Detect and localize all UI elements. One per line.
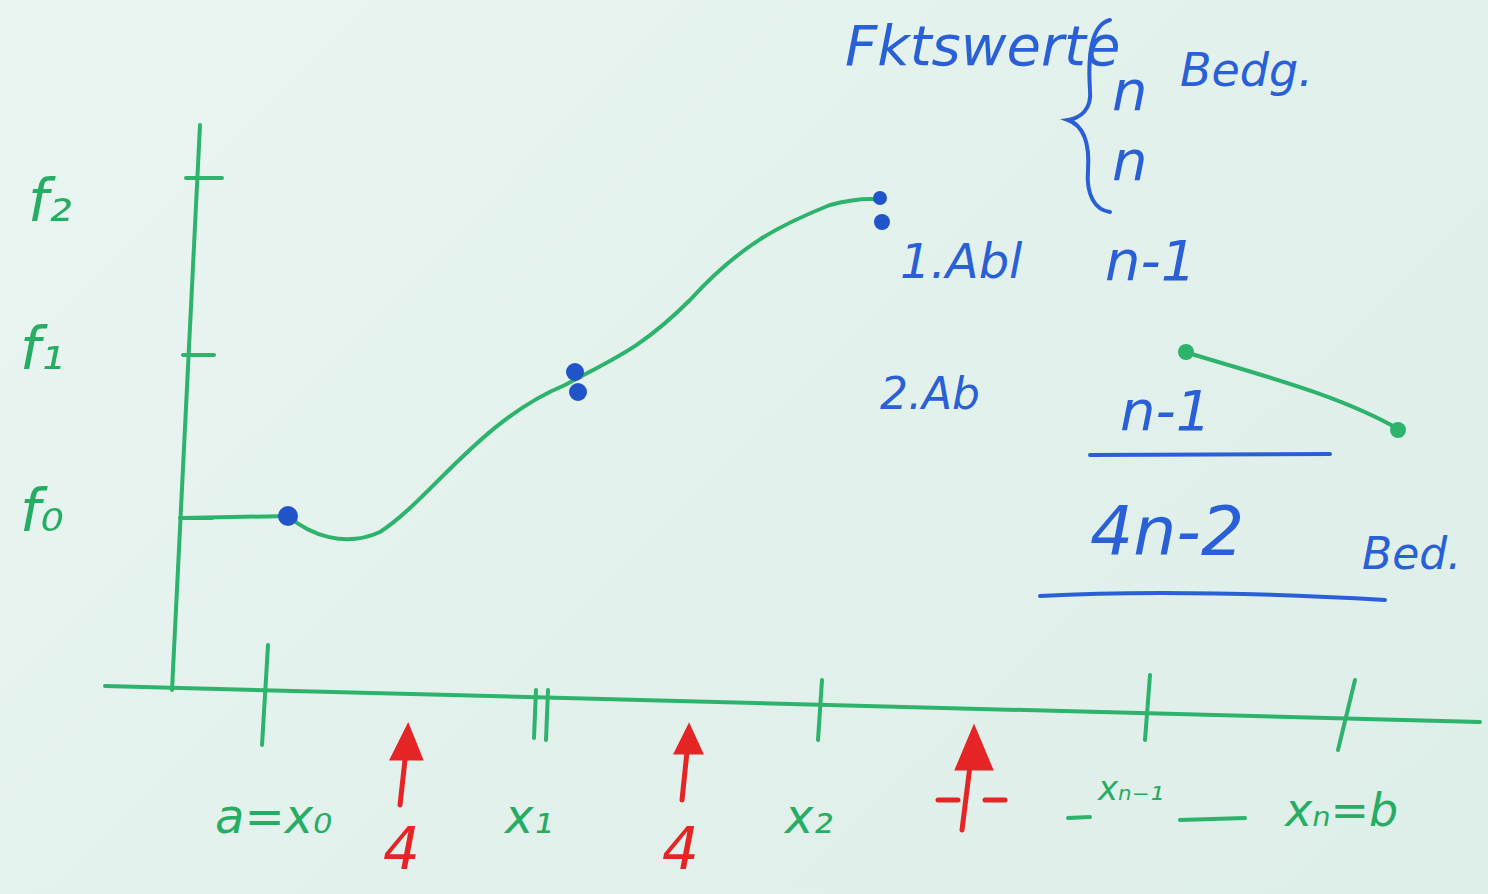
axis-value: f₀ bbox=[20, 480, 64, 544]
count: n bbox=[1112, 60, 1148, 122]
total-count: 4n-2 bbox=[1090, 495, 1244, 570]
dash bbox=[1068, 817, 1090, 818]
sum-line bbox=[1090, 454, 1330, 455]
node-label: x₂ bbox=[785, 790, 833, 843]
node-label: a=x₀ bbox=[215, 790, 332, 843]
x-axis bbox=[105, 686, 1480, 722]
count: n-1 bbox=[1105, 230, 1196, 292]
count: n-1 bbox=[1120, 380, 1211, 442]
count-marker: 4 bbox=[662, 818, 699, 882]
node-label: x₁ bbox=[505, 790, 553, 843]
condition-word: Bed. bbox=[1362, 530, 1461, 578]
y-ticks bbox=[180, 178, 222, 518]
axis-value: f₁ bbox=[20, 318, 64, 382]
axis-value: f₂ bbox=[28, 170, 72, 234]
count-marker: 4 bbox=[383, 818, 420, 882]
condition-word: Bedg. bbox=[1180, 45, 1313, 96]
derivative-label: 1.Abl bbox=[900, 235, 1022, 288]
x-ticks bbox=[262, 645, 1355, 750]
node-label: xₙ=b bbox=[1285, 785, 1398, 836]
count: n bbox=[1112, 130, 1148, 192]
dash bbox=[938, 798, 1005, 803]
spline-curve bbox=[182, 199, 882, 539]
dash bbox=[1180, 818, 1245, 820]
knot-dots bbox=[278, 191, 890, 526]
node-label: xₙ₋₁ bbox=[1098, 770, 1163, 807]
heading: Fktswerte bbox=[845, 15, 1120, 77]
y-axis bbox=[172, 125, 200, 690]
derivative-label: 2.Ab bbox=[880, 370, 980, 418]
strike-line bbox=[1185, 352, 1400, 430]
result-underline bbox=[1040, 593, 1385, 600]
